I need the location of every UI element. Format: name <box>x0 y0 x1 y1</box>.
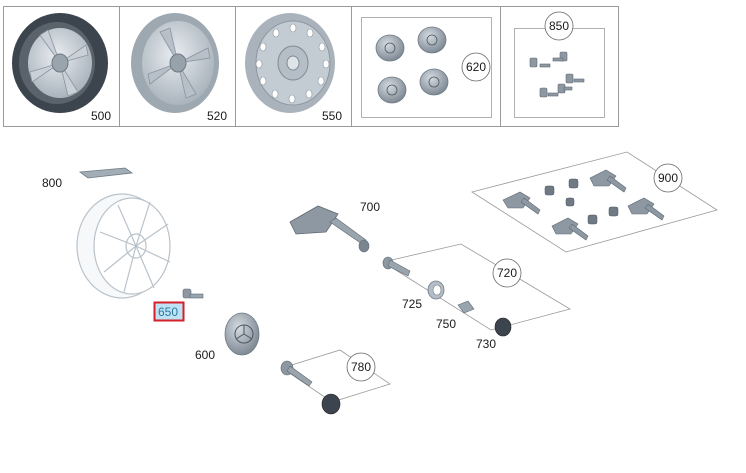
panel-520-alloy-rim[interactable]: 520 <box>131 13 227 123</box>
panel-620-label: 620 <box>466 60 486 74</box>
part-800-balance-weight[interactable]: 800 <box>42 167 134 190</box>
callout-730: 730 <box>476 337 496 351</box>
callout-700: 700 <box>360 200 380 214</box>
part-700-tpms-sensor[interactable]: 700 <box>289 200 380 253</box>
callout-650-highlighted[interactable]: 650 <box>153 301 185 322</box>
group-780-frame <box>281 349 391 403</box>
callout-725: 725 <box>402 297 422 311</box>
part-720-valve-stem[interactable]: 720 <box>382 256 522 288</box>
callout-600: 600 <box>195 348 215 362</box>
panel-500-label: 500 <box>91 109 111 123</box>
callout-720-circle <box>492 258 522 288</box>
group-900-frame <box>471 151 718 253</box>
callout-900: 900 <box>658 171 678 185</box>
part-600-hub-cap[interactable]: 600 <box>195 312 260 362</box>
panel-550-label: 550 <box>322 109 342 123</box>
panel-850-lock-bolts[interactable]: 850 <box>514 11 605 118</box>
callout-850-circle <box>544 11 574 41</box>
part-730-valve-cap[interactable]: 730 <box>476 317 512 351</box>
callout-720: 720 <box>497 266 517 280</box>
part-900-sensor-kit[interactable]: 900 <box>502 163 683 241</box>
panel-620-hub-caps[interactable]: 620 <box>361 17 492 118</box>
part-750-valve-nut[interactable]: 750 <box>436 300 475 331</box>
panel-520-label: 520 <box>207 109 227 123</box>
callout-780-circle <box>346 352 376 382</box>
panel-500-complete-wheel[interactable]: 500 <box>12 13 111 123</box>
top-panels <box>3 6 619 127</box>
callout-620-circle <box>461 52 491 82</box>
wheel-rim[interactable] <box>76 193 171 299</box>
group-720-frame <box>381 243 572 331</box>
callout-650: 650 <box>158 305 178 319</box>
callout-750: 750 <box>436 317 456 331</box>
panel-550-steel-wheel[interactable]: 550 <box>245 13 342 123</box>
callout-780: 780 <box>351 360 371 374</box>
callout-800: 800 <box>42 176 62 190</box>
panel-850-label: 850 <box>549 19 569 33</box>
part-650-wheel-bolt[interactable] <box>182 288 204 299</box>
callout-900-circle <box>653 163 683 193</box>
part-725-seal-ring[interactable]: 725 <box>402 280 445 311</box>
part-780-rubber-valve[interactable]: 780 <box>280 352 376 415</box>
